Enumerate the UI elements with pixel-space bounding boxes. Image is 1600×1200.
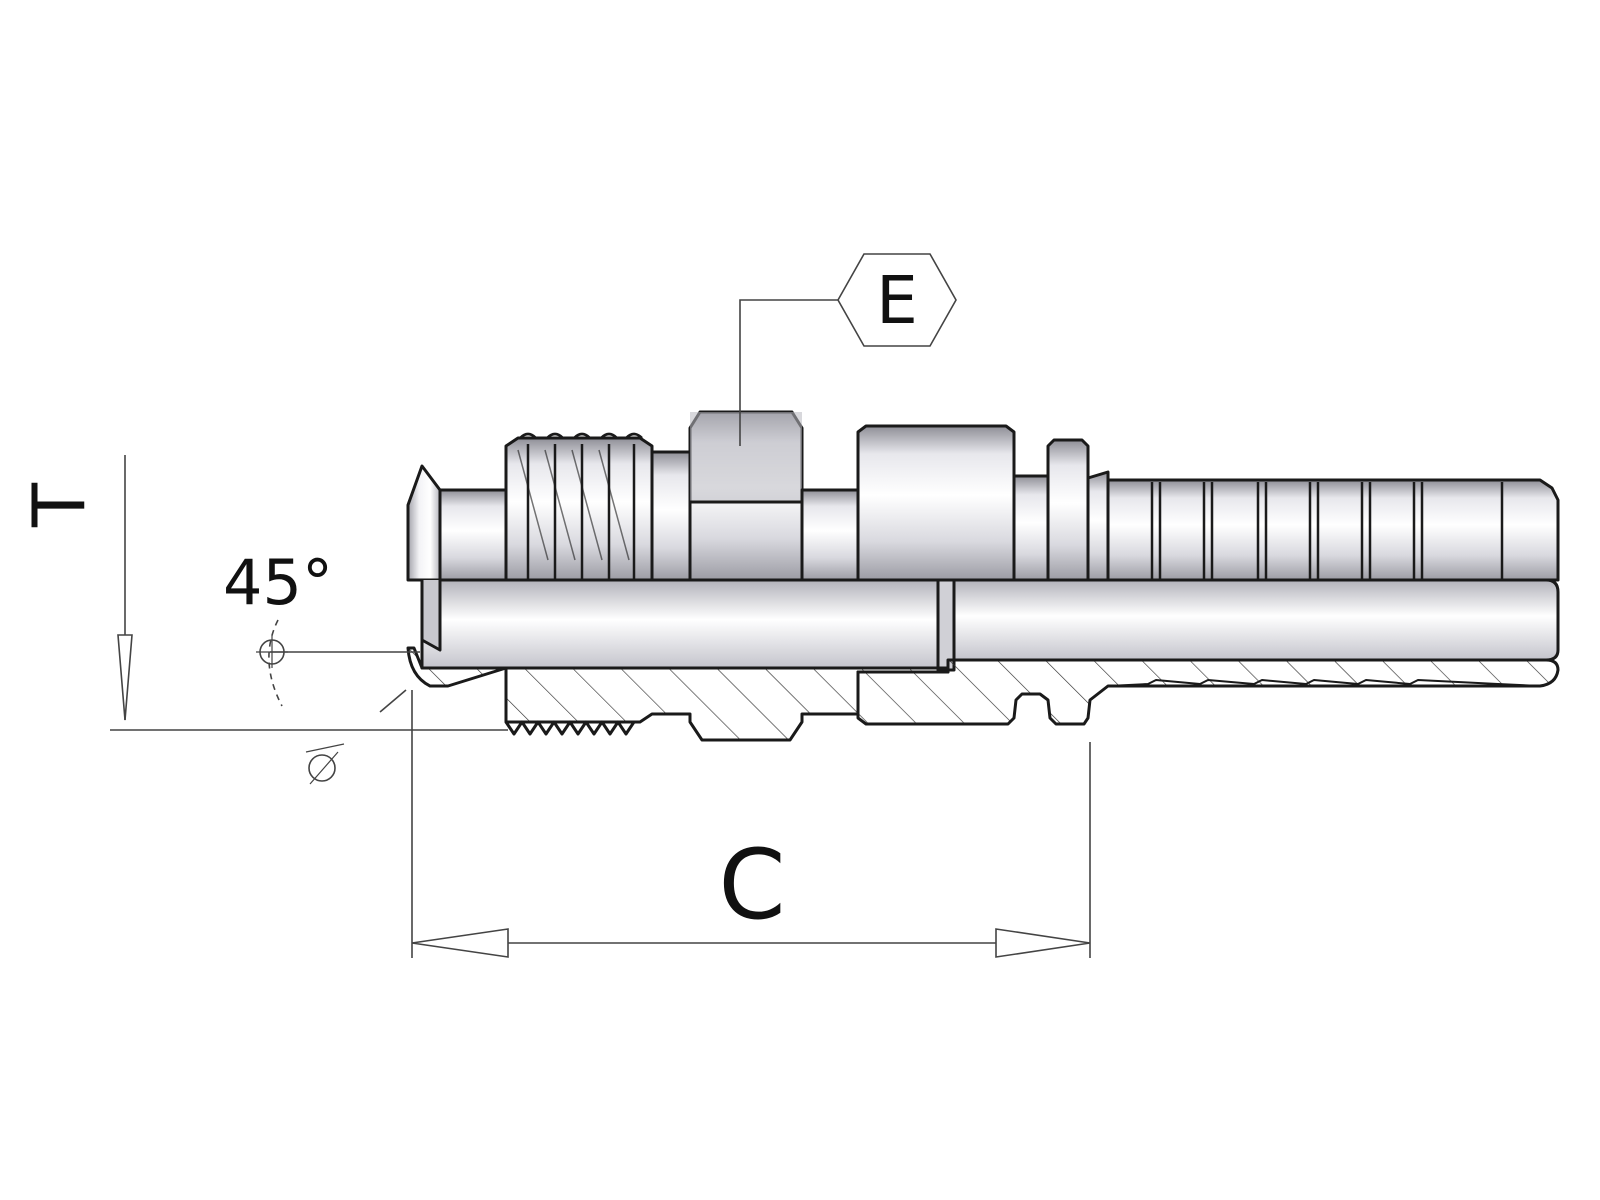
chamfer-leader [379,689,407,713]
thread-label: T [17,482,101,528]
hex-leader [739,299,838,446]
hex-label: E [876,262,918,339]
length-arrow-right [995,928,1091,958]
length-arrow-left [411,928,509,958]
diameter-symbol-icon [308,754,336,782]
barb-ridges [1150,482,1504,580]
length-label: C [718,829,785,941]
bore [420,578,1560,672]
hex-callout-icon [837,253,957,347]
thread-arrowhead [117,634,133,721]
thread-crests [517,432,643,580]
fitting-body [406,410,1560,742]
fitting-section [406,646,1560,742]
angle-arc [268,619,283,707]
angle-label: 45° [223,546,333,619]
fitting-upper-profile [406,410,1560,582]
dimension-lines [110,253,1091,958]
